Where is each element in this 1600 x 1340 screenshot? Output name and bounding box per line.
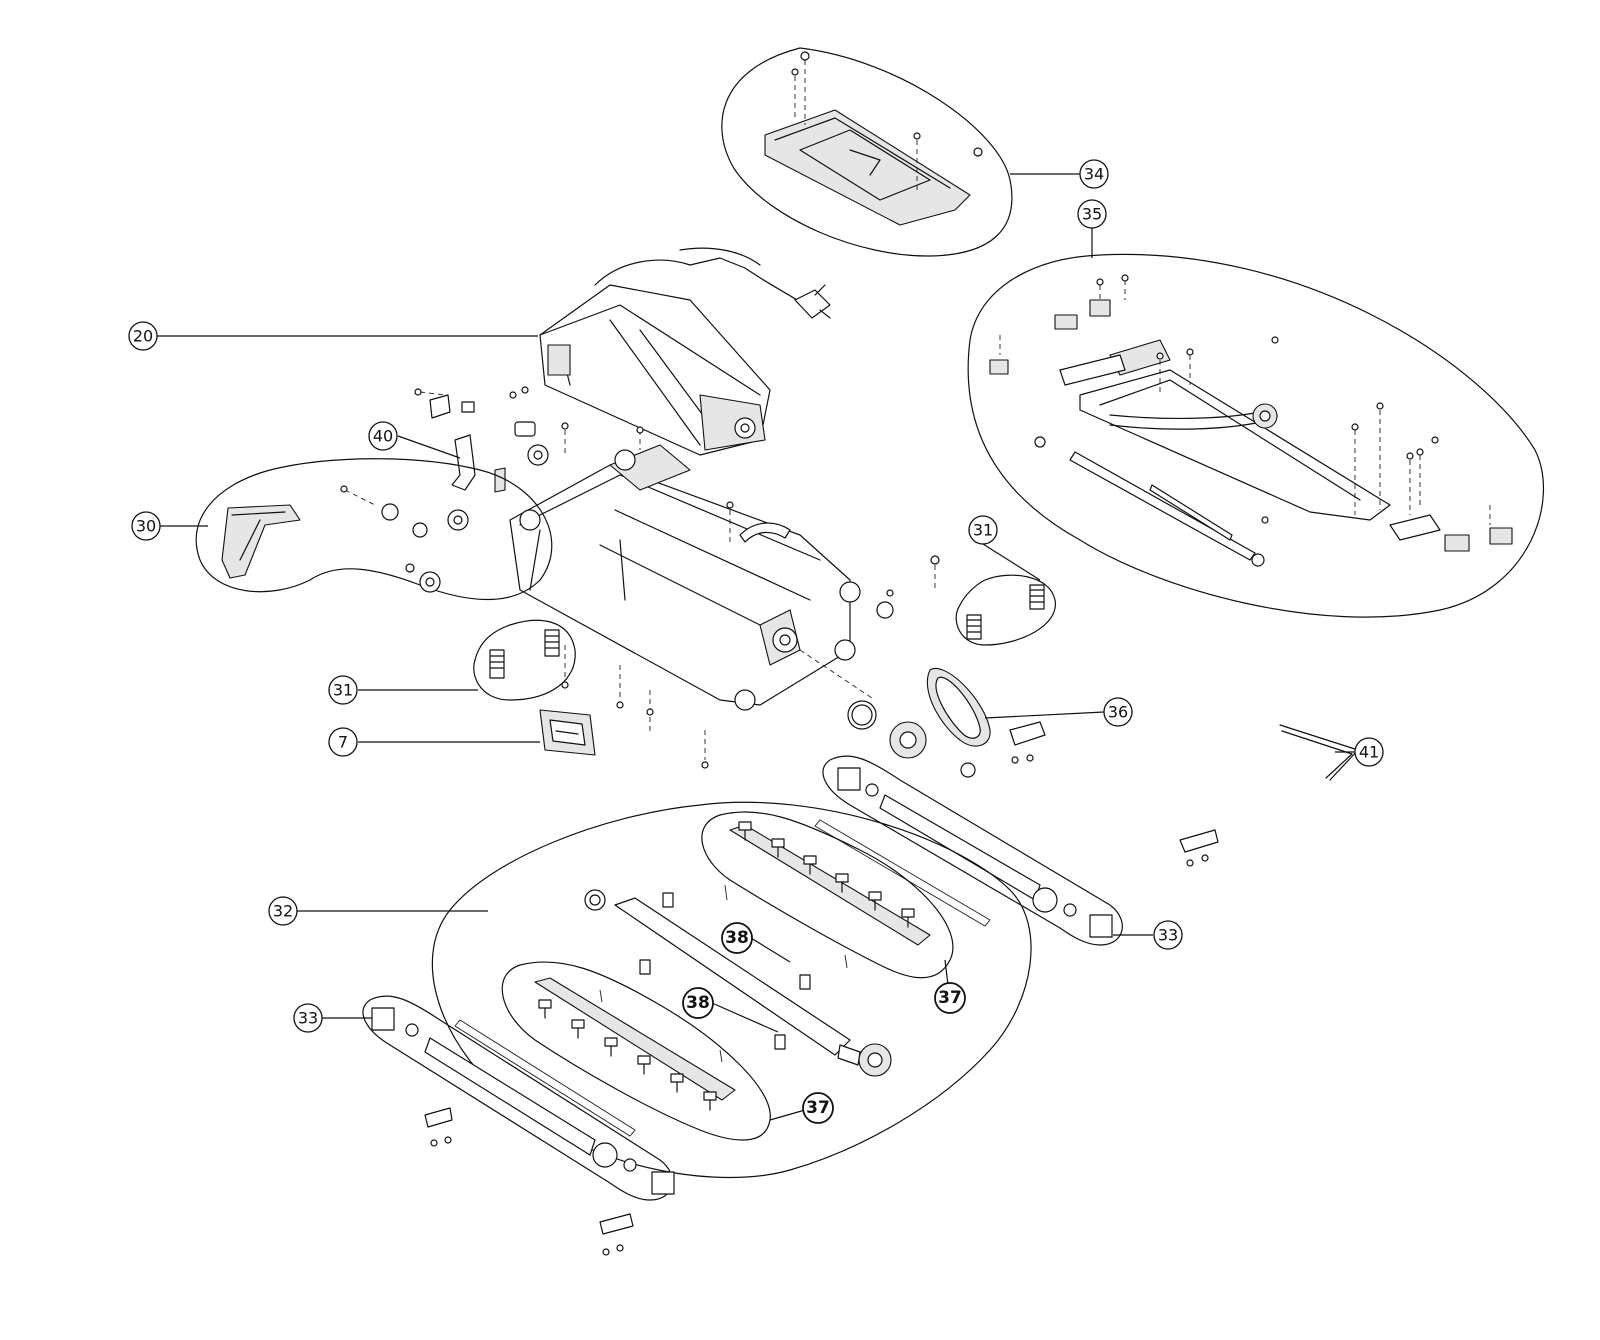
svg-text:20: 20 [133, 327, 153, 346]
callout-35: 35 [1077, 199, 1107, 229]
svg-text:38: 38 [686, 993, 710, 1013]
group-32-cutterhead [431, 801, 1032, 1179]
part-36-belt-pulley [847, 667, 1046, 778]
svg-text:37: 37 [938, 988, 962, 1008]
callout-37-upper: 37 [934, 982, 966, 1014]
svg-text:30: 30 [136, 517, 156, 536]
group-31-springs-left [473, 619, 576, 701]
svg-text:40: 40 [373, 427, 393, 446]
callout-41: 41 [1354, 737, 1384, 767]
callout-40: 40 [368, 421, 398, 451]
callout-38-upper: 38 [721, 922, 753, 954]
svg-text:31: 31 [973, 521, 993, 540]
main-carriage-base [509, 422, 940, 769]
svg-text:35: 35 [1082, 205, 1102, 224]
group-34-top-cover [721, 47, 1013, 257]
svg-text:38: 38 [725, 928, 749, 948]
callout-34: 34 [1079, 159, 1109, 189]
callout-33-right: 33 [1153, 920, 1183, 950]
group-31-springs-right [955, 574, 1056, 646]
callout-31-left: 31 [328, 675, 358, 705]
callout-38-lower: 38 [682, 987, 714, 1019]
group-33-roller-right [814, 755, 1219, 946]
group-20-motor [539, 247, 831, 456]
svg-text:31: 31 [333, 681, 353, 700]
svg-text:34: 34 [1084, 165, 1104, 184]
svg-text:41: 41 [1359, 743, 1379, 762]
group-35-height-adjust [967, 253, 1544, 618]
callout-32: 32 [268, 896, 298, 926]
callout-20: 20 [128, 321, 158, 351]
svg-text:37: 37 [806, 1098, 830, 1118]
svg-text:36: 36 [1108, 703, 1128, 722]
part-7-plate [539, 709, 596, 756]
svg-text:7: 7 [338, 733, 348, 752]
callout-37-lower: 37 [802, 1092, 834, 1124]
svg-text:33: 33 [1158, 926, 1178, 945]
group-33-roller-left [362, 995, 675, 1256]
callout-36: 36 [1103, 697, 1133, 727]
svg-text:33: 33 [298, 1009, 318, 1028]
svg-text:32: 32 [273, 902, 293, 921]
callout-31-right: 31 [968, 515, 998, 545]
callout-33-left: 33 [293, 1003, 323, 1033]
group-40-bracket [414, 386, 549, 493]
callout-30: 30 [131, 511, 161, 541]
group-30-chain [195, 458, 553, 600]
callout-7: 7 [328, 727, 358, 757]
